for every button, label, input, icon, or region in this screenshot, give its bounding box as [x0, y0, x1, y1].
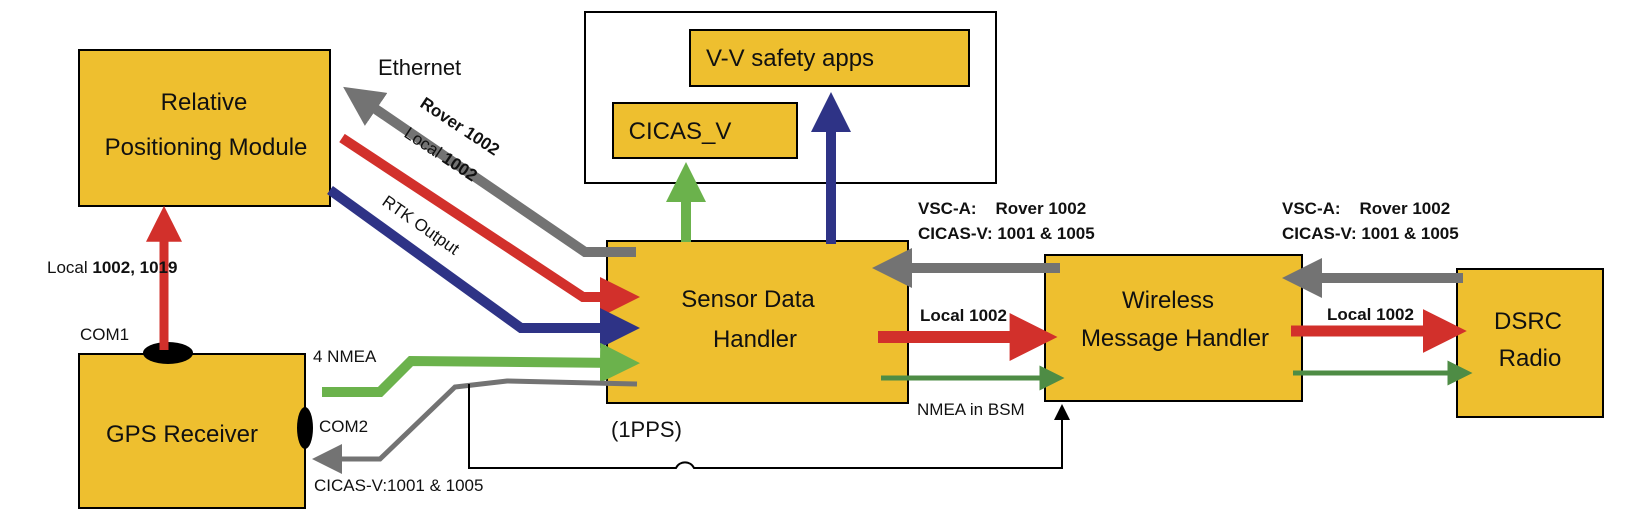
rtk-output-label: RTK Output — [379, 192, 463, 259]
dsrc-label-line1: DSRC — [1494, 308, 1562, 335]
4-nmea-label: 4 NMEA — [313, 347, 377, 366]
local-1002-mid-label: Local 1002 — [920, 306, 1007, 325]
sdh-label-line1: Sensor Data — [681, 286, 815, 313]
cicas-v-label-1: CICAS-V: 1001 & 1005 — [918, 224, 1095, 243]
local-1002-right-label: Local 1002 — [1327, 305, 1414, 324]
dsrc-radio-box: DSRC Radio — [1456, 268, 1604, 418]
relative-positioning-module-box: Relative Positioning Module — [78, 49, 331, 207]
arrow-cicas-to-gps — [312, 378, 638, 474]
vsc-a-label-1: VSC-A: Rover 1002 — [918, 199, 1086, 218]
pps-label: (1PPS) — [611, 417, 682, 442]
rpm-label-line1: Relative — [161, 89, 248, 116]
nmea-in-bsm-label: NMEA in BSM — [917, 400, 1025, 419]
gps-receiver-box: GPS Receiver — [78, 353, 306, 509]
arrow-rtk-output-to-sdh — [327, 185, 640, 348]
wmh-label-line2: Message Handler — [1081, 325, 1269, 352]
rpm-label-line2: Positioning Module — [105, 134, 308, 161]
com2-port — [297, 407, 313, 449]
com1-port — [143, 342, 193, 364]
gps-label: GPS Receiver — [106, 421, 258, 448]
arrow-local-1002-to-sdh — [339, 133, 640, 317]
arrow-rover-1002-to-rpm — [343, 86, 636, 257]
wmh-label-line1: Wireless — [1122, 287, 1214, 314]
local-1002-1019-label: Local 1002, 1019 — [47, 258, 177, 277]
cicas-label: CICAS_V — [629, 118, 732, 145]
wireless-message-handler-box: Wireless Message Handler — [1044, 254, 1303, 402]
local-1019-numbers: 1002, 1019 — [92, 258, 177, 277]
arrow-4-nmea-to-sdh — [322, 342, 640, 397]
sdh-label-line2: Handler — [713, 326, 797, 353]
com1-label: COM1 — [80, 325, 129, 344]
vv-label: V-V safety apps — [706, 45, 874, 72]
ethernet-label: Ethernet — [378, 55, 461, 80]
vv-safety-apps-box: V-V safety apps — [689, 29, 970, 87]
com2-label: COM2 — [319, 417, 368, 436]
cicas-v-box: CICAS_V — [612, 102, 798, 159]
pps-line — [468, 384, 1070, 469]
vsc-a-label-2: VSC-A: Rover 1002 — [1282, 199, 1450, 218]
sensor-data-handler-box: Sensor Data Handler — [606, 240, 909, 404]
dsrc-label-line2: Radio — [1499, 345, 1562, 372]
local-1019-word: Local — [47, 258, 92, 277]
cicas-1001-1005-label: CICAS-V:1001 & 1005 — [314, 476, 483, 495]
cicas-v-label-2: CICAS-V: 1001 & 1005 — [1282, 224, 1459, 243]
